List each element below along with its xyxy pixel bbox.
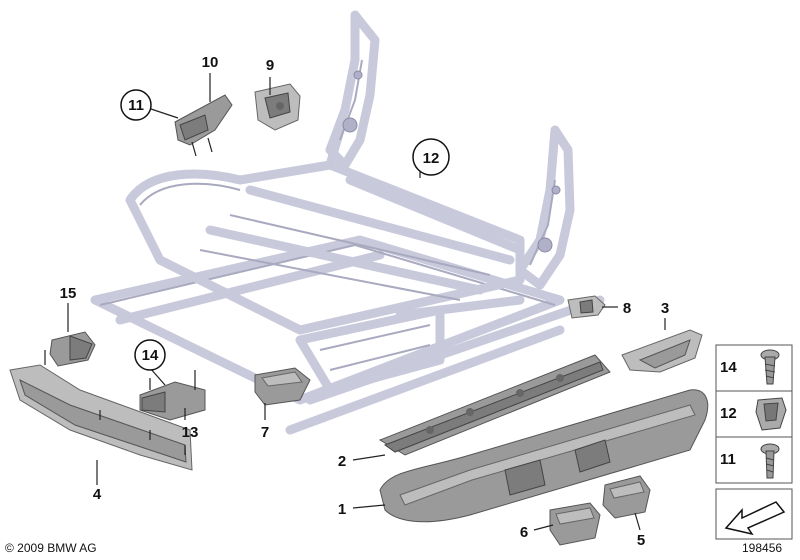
callout-11-circle: [120, 89, 152, 121]
legend-row-14: [715, 344, 793, 392]
callout-2: 2: [338, 453, 346, 470]
leader-lines: [67, 73, 666, 531]
document-number: 198456: [742, 541, 783, 555]
callout-14: 14: [142, 347, 159, 364]
part-13-bracket: [139, 370, 206, 421]
callout-6: 6: [520, 524, 528, 541]
part-7-cap: [254, 367, 311, 406]
callout-5: 5: [637, 532, 645, 549]
callout-14-circle: [134, 339, 166, 371]
part-4-trim: [9, 350, 193, 471]
part-2-trim: [378, 354, 611, 456]
bolt-icon: [760, 443, 780, 479]
clip-icon: [755, 397, 787, 431]
callout-12: 12: [423, 150, 440, 167]
legend-number-12: 12: [720, 405, 737, 422]
seat-frame-illustration: [90, 10, 605, 435]
part-9-cover: [254, 83, 301, 131]
part-8-clip: [567, 295, 606, 319]
part-15-cap: [49, 331, 96, 367]
callout-12-circle: [412, 138, 450, 176]
copyright-text: © 2009 BMW AG: [5, 541, 97, 555]
callout-9: 9: [266, 57, 274, 74]
callout-10: 10: [202, 54, 219, 71]
callout-11: 11: [128, 97, 144, 114]
callout-7: 7: [261, 424, 269, 441]
callout-3: 3: [661, 300, 669, 317]
part-3-cover: [621, 329, 703, 373]
callout-1: 1: [338, 501, 346, 518]
part-5-cap: [602, 475, 651, 519]
part-10-bracket: [174, 94, 233, 157]
screw-icon: [760, 349, 780, 385]
part-6-cap: [549, 502, 601, 546]
callout-15: 15: [60, 285, 77, 302]
legend: 14 12 11: [715, 344, 793, 540]
legend-number-11: 11: [720, 451, 736, 468]
callout-8: 8: [623, 300, 631, 317]
callout-4: 4: [93, 486, 102, 503]
part-1-side-trim: [379, 389, 709, 523]
legend-number-14: 14: [720, 359, 737, 376]
legend-row-11: [715, 436, 793, 484]
callout-13: 13: [182, 424, 199, 441]
direction-arrow-icon: [724, 501, 786, 536]
